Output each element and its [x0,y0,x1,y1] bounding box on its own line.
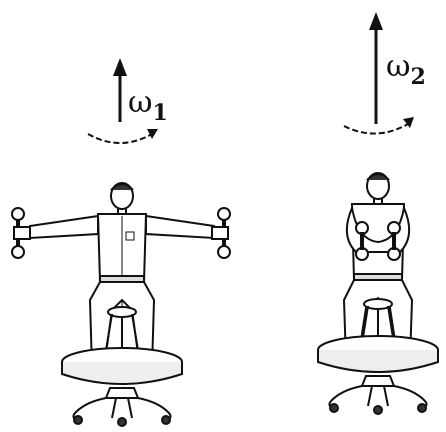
omega-1-label: ω1 [128,85,168,126]
omega-2-subscript: 2 [410,64,425,90]
rotation-arc-arrow-1 [147,129,158,139]
arrow-head-2 [369,12,383,30]
right-panel: ω2 [318,12,438,414]
arrow-head-1 [113,58,127,76]
rotation-arc-arrow-2 [403,117,414,128]
dumbbell-left-1 [12,208,30,258]
rotation-arc-1 [88,134,152,143]
left-panel: ω1 [12,58,230,426]
omega-2-label: ω2 [386,49,426,90]
omega-2-indicator: ω2 [344,12,426,134]
rotation-arc-2 [344,124,408,134]
right-arm-1 [146,216,214,238]
omega-1-subscript: 1 [152,100,167,126]
rotating-platform-2 [318,336,438,414]
rotating-platform-1 [62,348,182,426]
omega-1-indicator: ω1 [88,58,168,143]
left-arm-1 [30,216,98,238]
dumbbell-right-1 [212,208,230,258]
